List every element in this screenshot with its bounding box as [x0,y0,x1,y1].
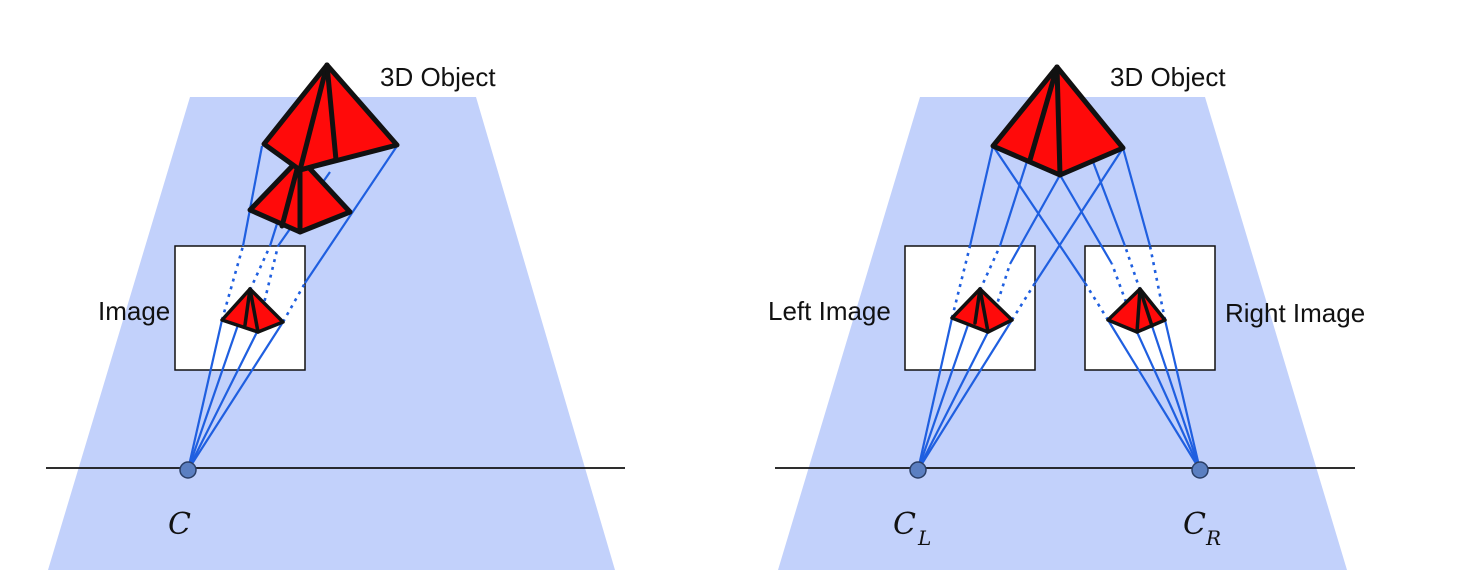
right-object-label: 3D Object [1110,62,1226,92]
camera-cl-subscript: L [917,526,931,550]
camera-cl-label: C [893,507,916,542]
left-3d-object [261,62,400,173]
camera-center-dot [179,461,197,479]
left-image-projection [220,287,285,334]
left-image-label: Image [98,296,170,326]
right-image-stereo-label: Right Image [1225,298,1365,328]
camera-cr-label: C [1183,507,1206,542]
left-camera-dot [909,461,927,479]
left-object-label: 3D Object [380,62,496,92]
camera-c-label: C [168,507,191,542]
right-camera-dot [1191,461,1209,479]
right-3d-object [990,64,1126,178]
right-panel: 3D Object Left Image Right Image C L C R [768,62,1365,570]
left-image-stereo-label: Left Image [768,296,891,326]
right-image-projection-stereo [1106,287,1167,334]
right-frustum [778,97,1347,570]
left-image-projection-stereo [950,287,1014,334]
left-frustum [48,97,615,570]
left-panel: 3D Object Image C [46,62,625,570]
camera-cr-subscript: R [1205,526,1221,550]
